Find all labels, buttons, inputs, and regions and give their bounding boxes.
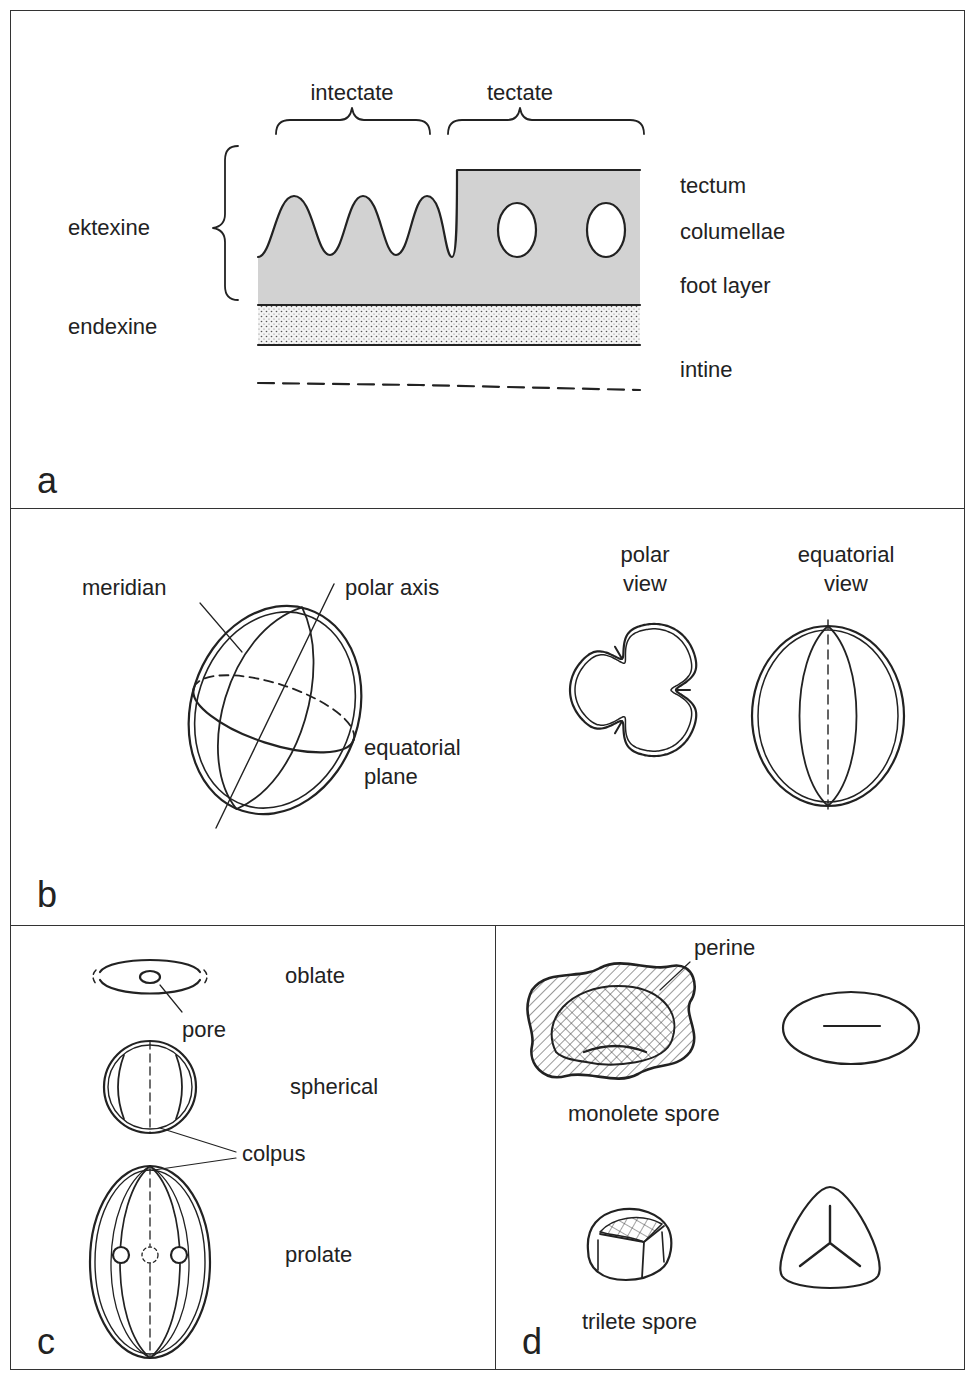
part-label: perine [694,934,755,963]
part-label: foot layer [680,272,771,301]
leader-line [200,603,242,652]
part-label: endexine [68,313,157,342]
leader-line [660,962,690,990]
part-label: polar axis [345,574,439,603]
panel-letter: a [37,463,57,499]
part-label: tectum [680,172,746,201]
part-label: equatorial plane [364,734,494,791]
polar-outline [575,629,692,751]
part-label: columellae [680,218,785,247]
trilete-spore-3d [588,1209,671,1280]
aperture-slit [615,721,622,733]
columella-gap [587,203,625,257]
equatorial-view-outline [752,620,904,812]
polar-outline [570,624,696,756]
brace [448,108,644,134]
panel-letter: b [37,877,57,913]
monolete-spore-outline [783,992,919,1064]
polar-axis [216,584,334,828]
part-label: spherical [290,1073,378,1102]
part-label: prolate [285,1241,352,1270]
prolate-grain [90,1166,210,1358]
leader-line [160,1128,236,1152]
panel-letter: c [37,1324,55,1360]
part-label: oblate [285,962,345,991]
part-label: tectate [487,79,553,108]
ektexine-fill [258,170,640,305]
spherical-grain [104,1041,196,1133]
part-label: trilete spore [582,1308,697,1337]
part-label: intectate [310,79,393,108]
aperture-slit [676,689,690,691]
brace [213,146,238,300]
intine-line [258,383,640,390]
part-label: ektexine [68,214,150,243]
part-label: colpus [242,1140,306,1169]
part-label: polar view [600,541,690,598]
part-label: pore [182,1016,226,1045]
brace [276,108,430,134]
trilete-spore-outline [780,1187,879,1288]
layer-boundary [258,344,640,346]
leader-line [160,985,182,1012]
oblate-grain [93,960,207,994]
part-label: equatorial view [776,541,916,598]
part-label: monolete spore [568,1100,720,1129]
part-label: intine [680,356,733,385]
panel-letter: d [522,1324,542,1360]
figure-panel: d [495,925,965,1370]
layer-boundary [258,304,640,306]
polar-view-outline [570,624,696,756]
part-label: meridian [82,574,166,603]
leader-line [154,1158,236,1170]
endexine-layer [258,305,640,345]
columella-gap [498,203,536,257]
figure-panel: b [10,508,965,926]
ektexine-outline [258,170,640,257]
aperture-slit [615,647,622,659]
grain-3d [162,583,387,837]
